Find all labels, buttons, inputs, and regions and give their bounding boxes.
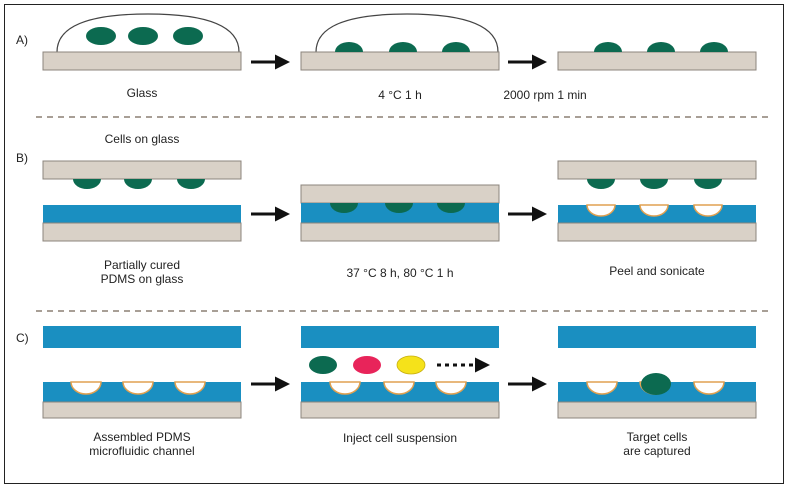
well	[693, 381, 725, 395]
cell	[335, 42, 363, 52]
cell	[177, 179, 205, 189]
label-cells-on-glass: Cells on glass	[104, 132, 180, 146]
cell	[385, 203, 413, 213]
stamping-into-pdms	[300, 184, 500, 242]
inverted-glass-and-pdms	[42, 160, 242, 242]
glass-slide	[300, 401, 500, 419]
cell	[389, 42, 417, 52]
well	[174, 381, 206, 395]
glass-slide	[557, 160, 757, 180]
well	[639, 204, 669, 217]
cell	[437, 203, 465, 213]
label-spin: 2000 rpm 1 min	[503, 88, 587, 102]
glass-slide	[557, 401, 757, 419]
section-label-c: C)	[16, 331, 29, 345]
peeled-glass-and-wells	[557, 160, 757, 242]
cell	[73, 179, 101, 189]
section-label-a: A)	[16, 33, 28, 47]
well	[329, 381, 361, 395]
cell	[124, 179, 152, 189]
cell	[700, 42, 728, 52]
red-cell	[353, 356, 381, 374]
label-target-captured: Target cells are captured	[623, 430, 691, 458]
yellow-cell	[396, 355, 426, 375]
cell	[442, 42, 470, 52]
cell	[594, 42, 622, 52]
well	[435, 381, 467, 395]
well	[122, 381, 154, 395]
label-inject: Inject cell suspension	[342, 431, 458, 445]
inject-channel	[300, 326, 500, 419]
cell	[647, 42, 675, 52]
cell	[173, 27, 203, 45]
pdms-layer	[43, 205, 241, 223]
pdms-top-layer	[301, 326, 499, 348]
label-curing: 37 °C 8 h, 80 °C 1 h	[346, 266, 454, 280]
glass-slide	[300, 222, 500, 242]
pdms-top-layer	[43, 326, 241, 348]
label-partially-cured-pdms: Partially cured PDMS on glass	[100, 258, 184, 286]
row-c	[42, 326, 757, 419]
well	[693, 204, 723, 217]
glass-slide	[557, 222, 757, 242]
cell	[330, 203, 358, 213]
glass-slide	[42, 401, 242, 419]
cell	[86, 27, 116, 45]
glass-spun-cells	[557, 42, 757, 71]
captured-cell	[641, 373, 671, 395]
glass-slide	[42, 160, 242, 180]
cell	[640, 179, 668, 189]
target-cell	[309, 356, 337, 374]
glass-slide	[300, 184, 500, 204]
captured-channel	[557, 326, 757, 419]
cell	[128, 27, 158, 45]
well	[70, 381, 102, 395]
label-incubation: 4 °C 1 h	[378, 88, 422, 102]
well	[586, 204, 616, 217]
label-assembled-channel: Assembled PDMS microfluidic channel	[89, 430, 195, 458]
glass-slide	[300, 51, 500, 71]
row-b	[42, 160, 757, 242]
well	[383, 381, 415, 395]
glass-settled-cells	[300, 13, 500, 71]
well	[586, 381, 618, 395]
glass-slide	[42, 51, 242, 71]
glass-with-droplet	[42, 13, 242, 71]
pdms-top-layer	[558, 326, 756, 348]
droplet-outline	[56, 13, 240, 53]
section-label-b: B)	[16, 151, 28, 165]
droplet-outline	[315, 13, 499, 53]
cell	[587, 179, 615, 189]
label-glass: Glass	[126, 86, 158, 100]
cell	[694, 179, 722, 189]
label-peel-sonicate: Peel and sonicate	[609, 264, 705, 278]
row-a	[42, 13, 757, 71]
glass-slide	[42, 222, 242, 242]
glass-slide	[557, 51, 757, 71]
assembled-channel	[42, 326, 242, 419]
